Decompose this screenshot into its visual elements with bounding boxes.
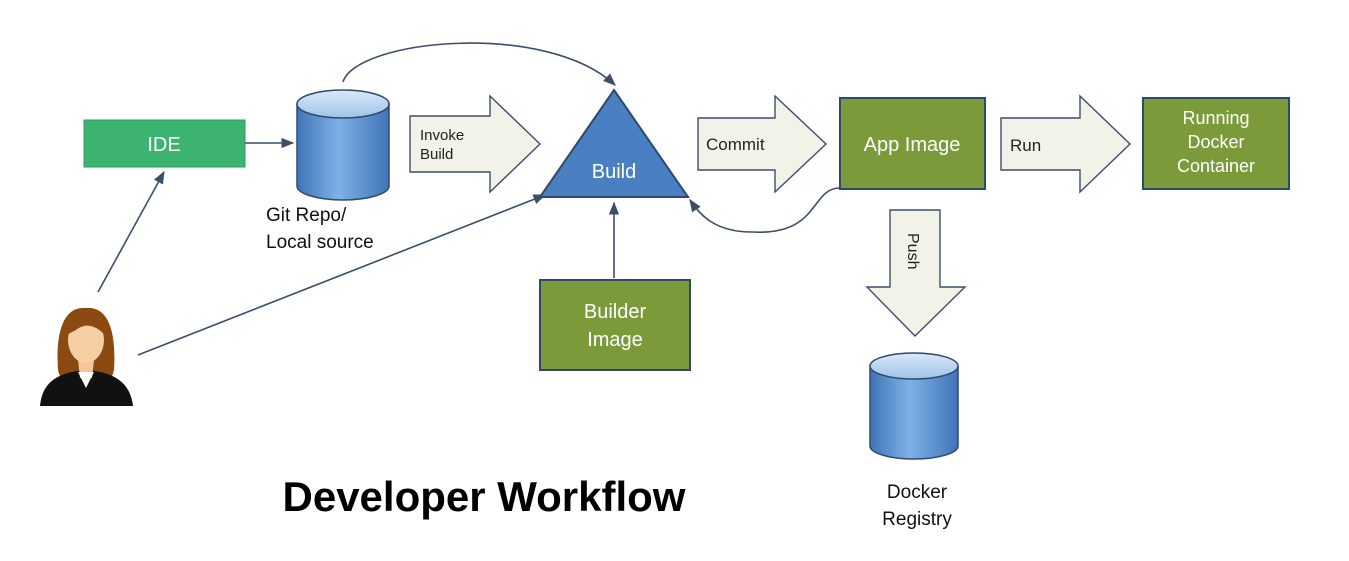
app-image-to-build-curve — [689, 187, 841, 233]
git-repo-node: Git Repo/ Local source — [266, 89, 390, 253]
invoke-label-line2: Build — [420, 146, 453, 163]
developer-avatar-icon — [40, 307, 133, 406]
running-label-line1: Running — [1182, 108, 1249, 128]
ide-label: IDE — [147, 134, 180, 156]
push-label: Push — [904, 233, 921, 269]
git-repo-label-line2: Local source — [266, 232, 374, 253]
build-node: Build — [538, 88, 690, 198]
push-arrow: Push — [865, 209, 967, 337]
repo-to-build-curve — [342, 42, 616, 86]
running-label-line2: Docker — [1187, 132, 1244, 152]
registry-label-line1: Docker — [887, 482, 948, 503]
registry-label-line2: Registry — [882, 509, 952, 530]
invoke-label-line1: Invoke — [420, 127, 464, 144]
connectors — [97, 42, 841, 356]
database-cylinder-icon — [296, 89, 390, 201]
invoke-build-arrow: Invoke Build — [409, 94, 542, 194]
docker-registry-node: Docker Registry — [869, 352, 959, 530]
app-image-label: App Image — [864, 134, 961, 156]
running-container-node: Running Docker Container — [1142, 97, 1290, 190]
build-label: Build — [592, 161, 636, 183]
builder-image-label-line1: Builder — [584, 301, 647, 323]
page-title: Developer Workflow — [283, 473, 686, 520]
developer-to-ide-line — [97, 170, 165, 293]
app-image-node: App Image — [839, 97, 986, 190]
database-cylinder-icon — [869, 352, 959, 460]
git-repo-label-line1: Git Repo/ — [266, 205, 347, 226]
ide-node: IDE — [83, 119, 246, 168]
running-label-line3: Container — [1177, 156, 1255, 176]
builder-image-label-line2: Image — [587, 329, 643, 351]
commit-arrow: Commit — [697, 94, 828, 194]
builder-image-node: Builder Image — [539, 279, 691, 371]
run-arrow: Run — [1000, 94, 1132, 194]
developer-to-build-line — [137, 194, 547, 356]
run-label: Run — [1010, 136, 1041, 155]
commit-label: Commit — [706, 135, 765, 154]
